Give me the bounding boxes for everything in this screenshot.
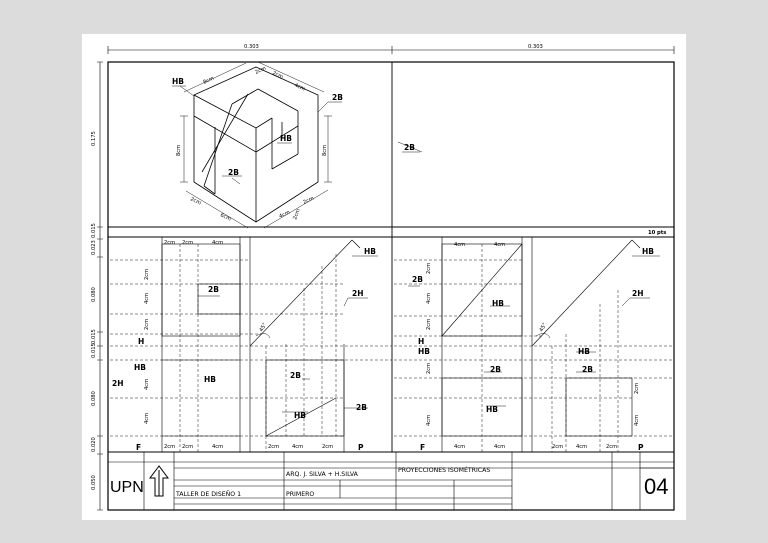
left-top-dim-1: 2cm <box>164 240 175 246</box>
cycle: PRIMERO <box>286 491 314 498</box>
left-bot-dim-6: 2cm <box>322 444 333 450</box>
left-bot-dim-5: 4cm <box>292 444 303 450</box>
left-label-hb-diag: HB <box>364 247 376 256</box>
iso-dim-8cm-left: 8cm <box>176 145 182 156</box>
iso-label-hb-mid: HB <box>280 134 292 143</box>
upper-right-label-2b: 2B <box>404 143 415 152</box>
iso-label-2b-left: 2B <box>228 168 239 177</box>
iso-dim-2cm-b: 2cm <box>271 70 284 80</box>
left-bot-dim-2: 2cm <box>182 444 193 450</box>
left-top-dim-3: 4cm <box>212 240 223 246</box>
iso-dim-2cm-br: 2cm <box>302 196 315 206</box>
technical-drawing: 0.303 0.303 0.175 0.015 0.023 0.080 0.01… <box>91 44 675 511</box>
north-arrow-icon <box>149 465 169 497</box>
left-label-p: P <box>358 443 364 452</box>
side-dim-1: 0.175 <box>91 131 97 146</box>
iso-dim-8cm-right: 8cm <box>322 145 328 156</box>
iso-dim-2cm-bl: 2cm <box>189 196 202 206</box>
right-label-hb-front: HB <box>486 405 498 414</box>
side-dim-5: 0.015 <box>91 329 97 344</box>
left-v-dim-3: 2cm <box>144 319 150 330</box>
right-label-hb-side: HB <box>578 347 590 356</box>
side-dim-7: 0.080 <box>91 391 97 406</box>
right-label-2b-side: 2B <box>582 365 593 374</box>
side-dim-4: 0.080 <box>91 287 97 302</box>
course-name: TALLER DE DISEÑO 1 <box>175 489 241 498</box>
right-label-hb-mid: HB <box>418 347 430 356</box>
left-label-2b-side-out: 2B <box>356 403 367 412</box>
right-bot-dim-5: 2cm <box>606 444 617 450</box>
right-bot-dim-3: 2cm <box>552 444 563 450</box>
right-v-dim-4: 2cm <box>426 363 432 374</box>
left-label-f: F <box>136 443 141 452</box>
iso-label-2b-right: 2B <box>332 93 343 102</box>
drawing-sheet: 0.303 0.303 0.175 0.015 0.023 0.080 0.01… <box>82 34 686 520</box>
iso-dim-4cm-br: 4cm <box>278 210 291 220</box>
left-label-hb-front: HB <box>204 375 216 384</box>
left-bot-dim-3: 4cm <box>212 444 223 450</box>
left-label-2h-left: 2H <box>112 379 124 388</box>
right-label-p: P <box>638 443 644 452</box>
right-label-h: H <box>418 337 424 346</box>
side-dim-6: 0.015 <box>91 343 97 358</box>
right-label-hb-top: HB <box>492 299 504 308</box>
right-v-dim-6: 2cm <box>634 383 640 394</box>
upn-logo: UPN <box>110 479 144 496</box>
right-bot-dim-1: 4cm <box>454 444 465 450</box>
left-label-2h: 2H <box>352 289 364 298</box>
left-angle: 45° <box>259 322 269 333</box>
sheet-number: 04 <box>644 474 668 499</box>
left-label-hb-mid: HB <box>134 363 146 372</box>
side-dim-2: 0.015 <box>91 223 97 238</box>
right-top-dim-2: 4cm <box>494 242 505 248</box>
right-v-dim-5: 4cm <box>426 415 432 426</box>
right-v-dim-7: 4cm <box>634 415 640 426</box>
right-v-dim-1: 2cm <box>426 263 432 274</box>
left-bot-dim-1: 2cm <box>164 444 175 450</box>
left-label-2b-top: 2B <box>208 285 219 294</box>
iso-dim-2cm-a: 2cm <box>254 66 267 76</box>
right-label-f: F <box>420 443 425 452</box>
left-v-dim-5: 4cm <box>144 413 150 424</box>
left-label-2b-side: 2B <box>290 371 301 380</box>
top-dim-right: 0.303 <box>528 44 543 50</box>
right-bot-dim-4: 4cm <box>576 444 587 450</box>
top-dim-left: 0.303 <box>244 44 259 50</box>
right-label-2h: 2H <box>632 289 644 298</box>
right-angle: 45° <box>539 322 549 333</box>
iso-dim-2cm-rr: 2cm <box>292 208 301 221</box>
left-bot-dim-4: 2cm <box>268 444 279 450</box>
side-dim-8: 0.020 <box>91 437 97 452</box>
right-v-dim-2: 4cm <box>426 293 432 304</box>
iso-dim-6cm: 6cm <box>219 212 232 222</box>
right-bot-dim-2: 4cm <box>494 444 505 450</box>
right-v-dim-3: 2cm <box>426 319 432 330</box>
left-v-dim-4: 4cm <box>144 379 150 390</box>
left-top-dim-2: 2cm <box>182 240 193 246</box>
left-v-dim-1: 2cm <box>144 269 150 280</box>
iso-dim-4cm-top: 4cm <box>293 82 306 92</box>
iso-dim-8cm-top: 8cm <box>202 76 215 86</box>
left-label-h: H <box>138 337 144 346</box>
right-label-2b-front: 2B <box>490 365 501 374</box>
right-label-2b-top: 2B <box>412 275 423 284</box>
left-label-hb-side: HB <box>294 411 306 420</box>
right-label-hb-diag: HB <box>642 247 654 256</box>
authors: ARQ. J. SILVA + H.SILVA <box>286 471 359 478</box>
side-dim-9: 0.050 <box>91 475 97 490</box>
right-top-dim-1: 4cm <box>454 242 465 248</box>
iso-label-hb-top: HB <box>172 77 184 86</box>
side-dim-3: 0.023 <box>91 240 97 255</box>
drawing-title: PROYECCIONES ISOMÉTRICAS <box>398 465 490 474</box>
line-weight-note: 10 pts <box>648 230 666 236</box>
left-v-dim-2: 4cm <box>144 293 150 304</box>
